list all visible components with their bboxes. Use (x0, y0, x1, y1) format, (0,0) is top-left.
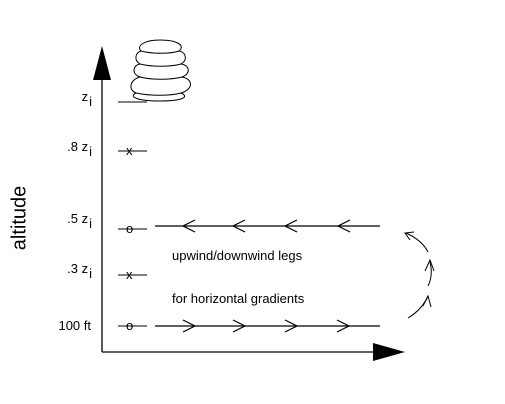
level-label-05zi: .5 zi (67, 211, 92, 231)
annotation-legs: upwind/downwind legs (172, 248, 303, 263)
level-label-08zi: .8 zi (67, 139, 92, 159)
level-label-zi: zi (81, 89, 92, 109)
annotation-gradients: for horizontal gradients (172, 291, 305, 306)
sample-mark-08zi: x (126, 143, 133, 158)
sample-mark-05zi: o (126, 221, 134, 236)
upwind-leg-arrows (181, 219, 351, 233)
sample-mark-03zi: x (126, 267, 133, 282)
turn-arrows (404, 231, 435, 319)
level-label-100ft: 100 ft (58, 318, 91, 333)
y-axis-arrowhead (93, 46, 111, 80)
y-axis-title: altitude (8, 185, 31, 251)
x-axis-arrowhead (373, 343, 405, 361)
cumulus-cloud-icon (130, 39, 191, 102)
downwind-leg-arrows (182, 319, 351, 333)
sample-mark-100ft: o (126, 318, 134, 333)
level-label-03zi: .3 zi (67, 261, 92, 281)
